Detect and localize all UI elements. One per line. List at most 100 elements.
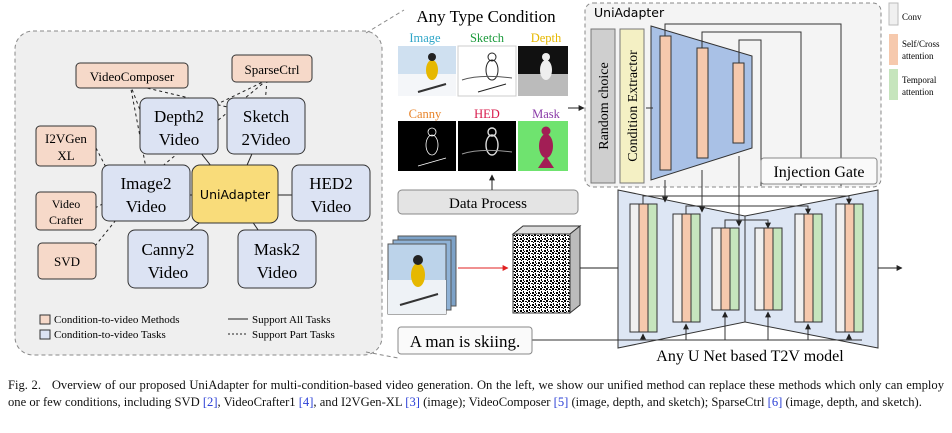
caption-text-4: (image); VideoComposer <box>419 395 554 409</box>
method-label: SparseCtrl <box>245 62 300 77</box>
data-process-label: Data Process <box>449 196 527 212</box>
citation-link[interactable]: [5] <box>553 395 569 409</box>
task-label-line1: Mask2 <box>254 240 300 259</box>
cond-depth-thumb <box>518 46 568 96</box>
prompt-box: A man is skiing. <box>397 326 533 355</box>
unet-block-dec-1 <box>754 227 783 311</box>
legend-attn-label-2: attention <box>902 51 934 61</box>
task-label-line2: Video <box>148 263 189 282</box>
cond-label-image: Image <box>409 31 441 45</box>
task-label-line1: Canny2 <box>142 240 195 259</box>
caption-text-5: (image, depth, and sketch); SparseCtrl <box>568 395 768 409</box>
method-label-line1: Video <box>52 197 81 211</box>
task-canny2video: Canny2 Video <box>127 229 209 289</box>
task-label-line2: Video <box>257 263 298 282</box>
input-video-stack <box>387 235 457 315</box>
cond-sketch-thumb <box>457 45 517 97</box>
cond-label-canny: Canny <box>409 107 442 121</box>
uniadapter-panel: UniAdapter Random choice Condition Extra… <box>584 2 882 188</box>
task-image2video: Image2 Video <box>101 164 191 222</box>
data-process-box: Data Process <box>397 189 579 215</box>
legend-temp-label-1: Temporal <box>902 75 937 85</box>
conditions-title: Any Type Condition <box>416 7 556 26</box>
injection-gate-label: Injection Gate <box>773 164 864 181</box>
legend-temp-label-2: attention <box>902 87 934 97</box>
method-videocomposer: VideoComposer <box>75 62 189 89</box>
task-label-line1: Sketch <box>243 107 290 126</box>
unet-block-enc-3 <box>711 227 740 311</box>
callout-line-top <box>365 9 405 34</box>
caption-text-3: , and I2VGen-XL <box>313 395 406 409</box>
method-svd: SVD <box>37 242 97 280</box>
figure-caption: Fig. 2. Overview of our proposed UniAdap… <box>8 377 944 411</box>
block-legend: Conv Self/Cross attention Temporal atten… <box>888 2 940 100</box>
method-label: SVD <box>54 254 80 269</box>
task-label-line1: HED2 <box>309 174 352 193</box>
unet-block-enc-2 <box>672 213 701 323</box>
method-label-line2: XL <box>57 148 74 163</box>
adapter-block <box>732 62 745 144</box>
uniadapter-center-node: UniAdapter <box>191 164 279 224</box>
figure-diagram: VideoComposer SparseCtrl I2VGen XL Video… <box>14 2 940 365</box>
prompt-text: A man is skiing. <box>410 332 521 351</box>
adapter-block <box>696 47 709 159</box>
noise-cube <box>511 224 582 315</box>
citation-link[interactable]: [3] <box>405 395 420 409</box>
callout-line-bottom <box>365 351 399 359</box>
cond-label-hed: HED <box>474 107 500 121</box>
task-label-line1: Depth2 <box>154 107 204 126</box>
legend-part-label: Support Part Tasks <box>252 329 335 341</box>
method-label-line2: Crafter <box>49 213 83 227</box>
task-label-line2: 2Video <box>241 130 290 149</box>
unet-skip-connections <box>642 195 852 229</box>
cond-label-sketch: Sketch <box>470 31 505 45</box>
caption-text-2: , VideoCrafter1 <box>217 395 299 409</box>
legend-attn-label-1: Self/Cross <box>902 39 940 49</box>
unet-block-dec-2 <box>794 213 823 323</box>
left-panel: VideoComposer SparseCtrl I2VGen XL Video… <box>14 9 405 359</box>
cond-hed-thumb <box>458 121 516 171</box>
caption-text-1: Overview of our proposed UniAdapter for … <box>8 378 944 409</box>
task-label-line1: Image2 <box>121 174 172 193</box>
task-depth2video: Depth2 Video <box>139 97 219 155</box>
citation-link[interactable]: [6] <box>767 395 783 409</box>
center-label: UniAdapter <box>200 187 271 202</box>
unet: Any U Net based T2V model <box>532 156 903 365</box>
task-mask2video: Mask2 Video <box>237 229 317 289</box>
task-label-line2: Video <box>126 197 167 216</box>
task-hed2video: HED2 Video <box>291 164 371 222</box>
left-legend: Condition-to-video Methods Condition-to-… <box>39 314 335 341</box>
method-videocrafter: Video Crafter <box>35 191 97 231</box>
legend-tasks-label: Condition-to-video Tasks <box>54 329 166 341</box>
adapter-injection-arrows <box>662 156 742 227</box>
citation-link[interactable]: [2] <box>202 395 218 409</box>
method-label-line1: I2VGen <box>45 131 87 146</box>
unet-block-enc-1 <box>629 203 658 333</box>
conditions-panel: Any Type Condition Image Sketch Depth C <box>397 7 585 215</box>
method-sparsectrl: SparseCtrl <box>231 54 313 83</box>
cond-canny-thumb <box>398 121 456 171</box>
adapter-connections <box>646 23 842 186</box>
adapter-block <box>659 35 672 171</box>
caption-text-6: (image, depth, and sketch). <box>782 395 922 409</box>
task-label-line2: Video <box>311 197 352 216</box>
legend-methods-label: Condition-to-video Methods <box>54 314 180 326</box>
citation-link[interactable]: [4] <box>298 395 314 409</box>
unet-label: Any U Net based T2V model <box>656 348 844 365</box>
legend-conv-label: Conv <box>902 12 922 22</box>
unet-block-dec-3 <box>835 203 864 333</box>
task-label-line2: Video <box>159 130 200 149</box>
method-label: VideoComposer <box>90 69 175 84</box>
caption-fig-number: Fig. 2. <box>8 378 41 392</box>
cond-image-thumb <box>398 46 456 96</box>
prompt-connections <box>532 311 862 341</box>
uniadapter-title: UniAdapter <box>594 5 665 20</box>
condition-extractor-label: Condition Extractor <box>626 50 641 162</box>
cond-mask-thumb <box>518 121 568 171</box>
legend-all-label: Support All Tasks <box>252 314 330 326</box>
cond-label-mask: Mask <box>532 107 561 121</box>
cond-label-depth: Depth <box>531 31 562 45</box>
method-i2vgen: I2VGen XL <box>35 125 97 167</box>
random-choice-label: Random choice <box>597 62 612 149</box>
task-sketch2video: Sketch 2Video <box>226 97 306 155</box>
